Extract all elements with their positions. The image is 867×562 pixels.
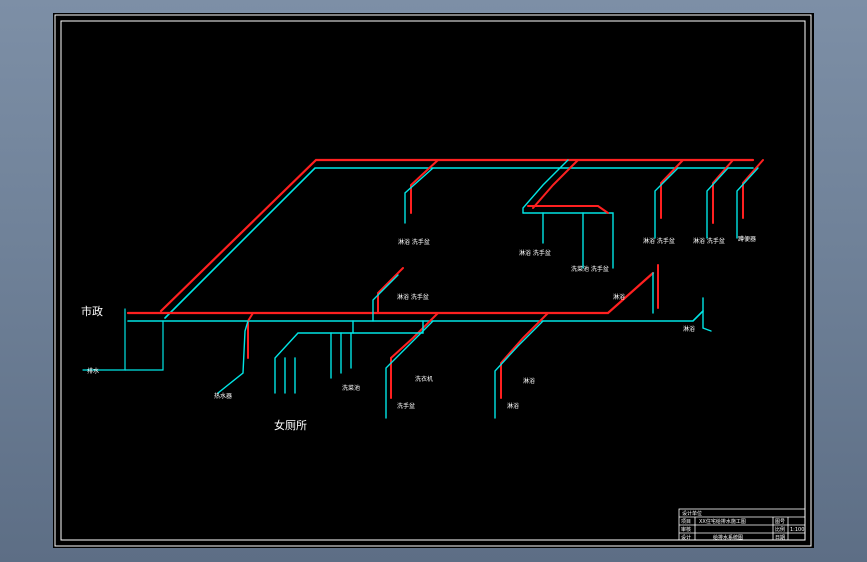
title-row3-key: 设计 — [681, 534, 691, 541]
label-fixture-h: 洗菜池 洗手盆 — [571, 265, 609, 273]
title-row1-value: XX住宅给排水施工图 — [699, 518, 746, 525]
label-fixture-g: 淋浴 洗手盆 — [519, 249, 551, 257]
title-row3-value: 给排水系统图 — [713, 534, 743, 541]
inner-frame — [60, 20, 806, 541]
label-fixture-l: 淋浴 — [613, 293, 625, 301]
label-fixture-j: 淋浴 洗手盆 — [693, 237, 725, 245]
label-main-supply: 市政 — [81, 304, 103, 318]
label-fixture-d: 洗衣机 — [415, 375, 433, 383]
label-fixture-i: 淋浴 洗手盆 — [643, 237, 675, 245]
label-fixture-a: 洗菜池 — [342, 384, 360, 392]
drawing-viewport[interactable]: 市政 排水 女厕所 热水器 洗菜池 洗手盆 淋浴 洗衣机 淋浴 洗手盆 淋浴 洗… — [53, 13, 814, 548]
title-row1-key: 项目 — [681, 519, 691, 525]
outer-frame — [54, 14, 812, 547]
label-fixture-m: 淋浴 — [523, 377, 535, 385]
label-water-heater: 热水器 — [214, 392, 232, 400]
title-row3-tag: 日期 — [775, 535, 785, 541]
label-fixture-n: 淋浴 — [683, 325, 695, 333]
label-fixture-k: 蹲便器 — [738, 235, 756, 243]
title-block — [678, 508, 806, 541]
label-fixture-c: 淋浴 — [507, 402, 519, 410]
title-row2-key: 审核 — [681, 526, 691, 533]
plumbing-isometric-drawing: 市政 排水 女厕所 热水器 洗菜池 洗手盆 淋浴 洗衣机 淋浴 洗手盆 淋浴 洗… — [54, 14, 812, 547]
pipe-network — [82, 158, 764, 419]
title-row2-tag: 比例 — [775, 526, 785, 533]
label-fixture-f: 淋浴 洗手盆 — [398, 238, 430, 246]
label-drain-left: 排水 — [87, 367, 99, 375]
label-womens-room: 女厕所 — [274, 418, 307, 432]
title-row2-tag-value: 1:100 — [790, 527, 804, 533]
label-fixture-e: 淋浴 洗手盆 — [397, 293, 429, 301]
title-header: 设计单位 — [682, 510, 702, 517]
title-row1-tag: 图号 — [775, 519, 785, 525]
label-fixture-b: 洗手盆 — [397, 402, 415, 410]
